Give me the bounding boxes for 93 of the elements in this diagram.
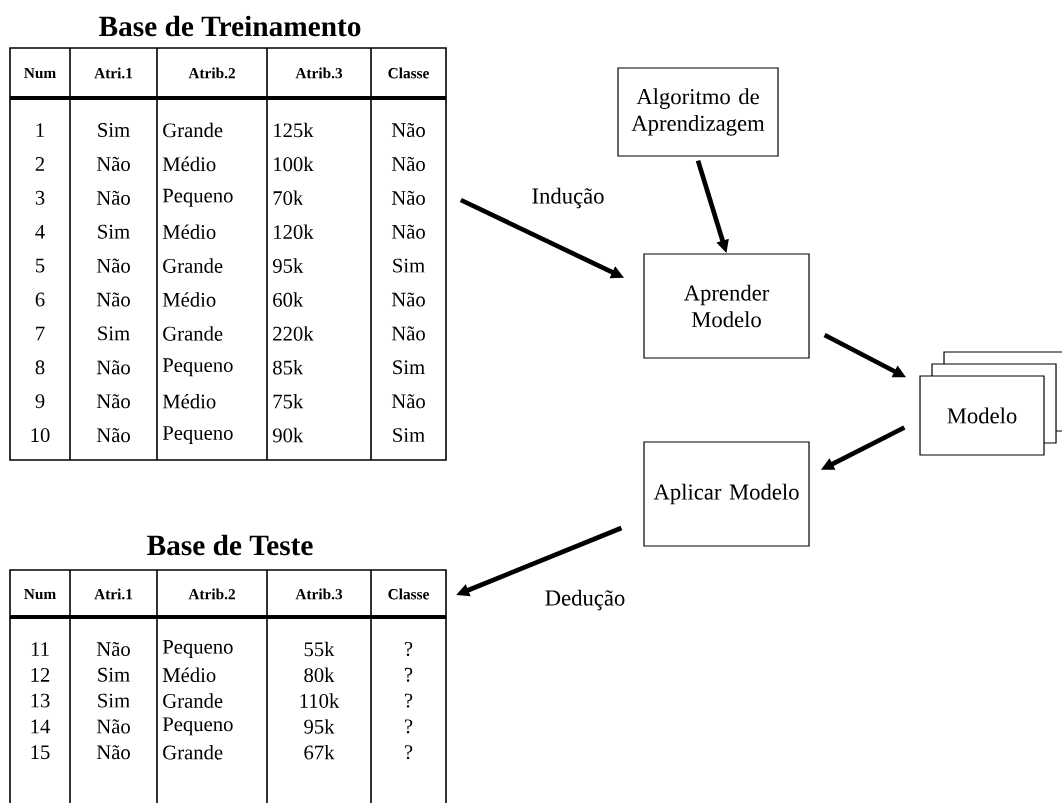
column-header: Classe <box>388 67 429 79</box>
table-cell: Grande <box>163 744 223 760</box>
table-cell: 5 <box>36 258 45 273</box>
table-cell: 8 <box>35 360 45 375</box>
column-header: Atri.1 <box>94 588 133 600</box>
table-cell: Médio <box>162 156 216 172</box>
column-header: Atrib.3 <box>295 67 343 79</box>
table-cell: 120k <box>274 224 314 239</box>
table-cell: ? <box>405 642 413 656</box>
process-box: Aprender Modelo <box>643 253 810 359</box>
table-cell: Não <box>391 156 425 171</box>
table-cell: Não <box>96 641 130 657</box>
table-cell: 11 <box>31 642 49 656</box>
table-cell: Sim <box>393 360 425 375</box>
column-header: Num <box>24 67 56 79</box>
table-cell: Sim <box>98 326 130 341</box>
table-cell: Sim <box>98 667 130 682</box>
table-cell: 15 <box>31 745 50 760</box>
table-cell: Grande <box>163 122 223 138</box>
table-cell: Não <box>96 394 130 409</box>
table-cell: 14 <box>31 719 50 734</box>
edge-label: Indução <box>530 186 606 210</box>
table-cell: Pequeno <box>162 358 233 377</box>
column-header: Atrib.2 <box>188 67 235 79</box>
process-box: Algoritmo de Aprendizagem <box>617 67 779 157</box>
node-label: Base de Teste <box>147 534 313 556</box>
table-cell: Não <box>96 360 130 375</box>
table-cell: Médio <box>162 393 216 409</box>
table-cell: 100k <box>274 156 314 172</box>
table-cell: Sim <box>393 428 425 443</box>
table-cell: Pequeno <box>162 640 233 658</box>
table-cell: ? <box>405 693 413 708</box>
table-cell: Sim <box>98 123 130 137</box>
column-header: Num <box>24 588 56 600</box>
table-cell: 6 <box>35 292 45 307</box>
table-cell: Médio <box>162 224 216 239</box>
table-cell: 3 <box>35 190 45 205</box>
table-cell: Não <box>96 292 130 307</box>
table-cell: Sim <box>98 693 130 708</box>
table-cell: 10 <box>31 428 50 443</box>
table-cell: Não <box>96 745 130 760</box>
table-cell: Não <box>391 292 425 307</box>
table-cell: 75k <box>273 393 304 409</box>
table-cell: Não <box>391 122 425 138</box>
edge-label: Dedução <box>543 588 627 612</box>
table-cell: 60k <box>273 292 304 307</box>
process-box: Aplicar Modelo <box>643 441 810 547</box>
table-cell: Sim <box>98 224 130 239</box>
table-cell: 95k <box>272 258 304 273</box>
table-cell: 90k <box>272 427 304 443</box>
table-cell: 1 <box>36 123 44 137</box>
table-cell: 110k <box>300 693 340 708</box>
table-cell: 4 <box>35 224 45 239</box>
stacked-document-box: Modelo <box>919 351 1062 456</box>
table-cell: Grande <box>163 693 223 708</box>
table-cell: Não <box>391 326 425 341</box>
table-cell: Não <box>96 190 130 205</box>
table-cell: ? <box>405 667 413 682</box>
table-cell: 95k <box>304 719 335 734</box>
table-cell: Médio <box>162 292 216 307</box>
table-cell: 13 <box>31 693 50 708</box>
node-label: Base de Treinamento <box>99 15 361 37</box>
table-cell: Grande <box>163 258 223 273</box>
table-cell: Não <box>96 719 130 734</box>
table-cell: Pequeno <box>162 188 233 207</box>
table-cell: Não <box>96 156 130 171</box>
table-cell: Não <box>96 258 130 273</box>
column-header: Atri.1 <box>94 67 133 79</box>
table-cell: 67k <box>304 744 335 760</box>
table-cell: ? <box>405 719 413 734</box>
table-cell: 125k <box>274 122 314 138</box>
table-cell: 85k <box>273 360 304 375</box>
table-cell: Médio <box>162 667 216 683</box>
table-cell: Sim <box>393 258 425 273</box>
table-cell: Não <box>391 394 425 409</box>
table-cell: 9 <box>35 394 45 409</box>
table-cell: 70k <box>273 190 304 206</box>
table-cell: 80k <box>304 667 335 683</box>
table-cell: 2 <box>35 157 44 171</box>
table-cell: Grande <box>163 326 223 341</box>
table-cell: ? <box>405 745 413 760</box>
table-cell: 55k <box>304 641 335 657</box>
column-header: Atrib.3 <box>295 588 343 600</box>
table-cell: Não <box>391 224 425 239</box>
table-cell: Pequeno <box>162 426 233 445</box>
table-cell: Não <box>391 190 425 205</box>
table-cell: 7 <box>36 326 45 341</box>
column-header: Classe <box>388 588 429 600</box>
table-cell: 220k <box>273 326 314 341</box>
table-cell: Pequeno <box>162 717 233 736</box>
table-cell: Não <box>96 428 130 443</box>
column-header: Atrib.2 <box>188 588 235 600</box>
table-cell: 12 <box>31 667 50 682</box>
